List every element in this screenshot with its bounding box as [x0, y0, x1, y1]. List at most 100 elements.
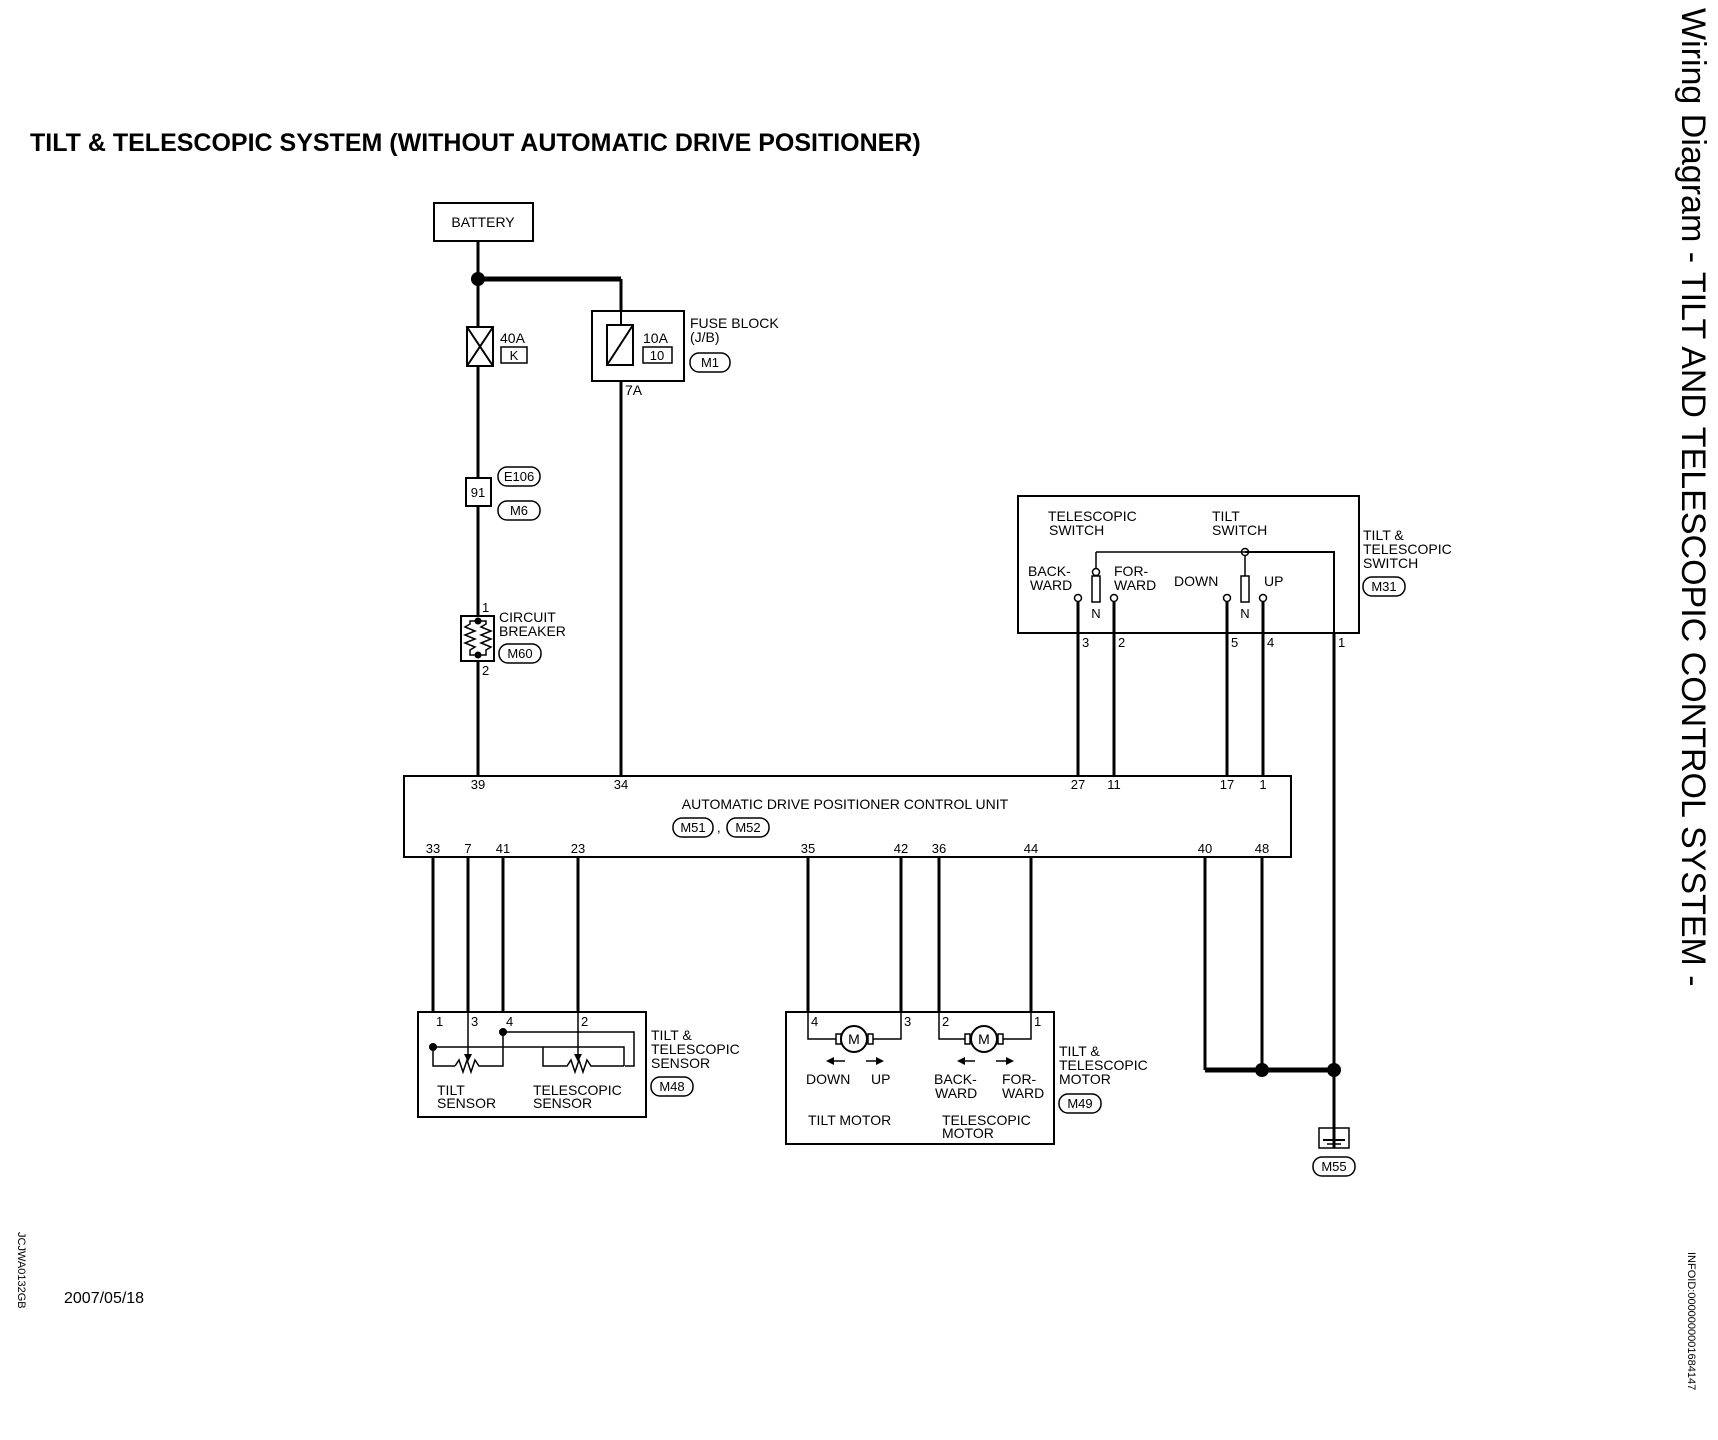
fuse-block: 10A 10 FUSE BLOCK (J/B) M1 7A — [591, 310, 779, 398]
switch-label-3: SWITCH — [1363, 555, 1418, 571]
breaker-pin-bottom: 2 — [482, 663, 489, 678]
tilt-motor-up: UP — [871, 1071, 890, 1087]
tele-motor-forward-1: FOR- — [1002, 1071, 1037, 1087]
ground-symbol: M55 — [1312, 1127, 1356, 1177]
switch-connector: M31 — [1371, 579, 1396, 594]
control-unit-separator: , — [717, 820, 721, 835]
joint-connector-top: E106 — [504, 469, 534, 484]
motor-label-1: TILT & — [1059, 1043, 1100, 1059]
fuse-block-label: FUSE BLOCK — [690, 315, 779, 331]
revision-date: 2007/05/18 — [64, 1290, 144, 1307]
motor-label-3: MOTOR — [1059, 1071, 1111, 1087]
motor-pin-4: 4 — [811, 1014, 818, 1029]
cu-pin-11: 11 — [1107, 777, 1121, 792]
breaker-label-1: CIRCUIT — [499, 609, 556, 625]
switch-forward-2: WARD — [1114, 577, 1156, 593]
switch-label-1: TILT & — [1363, 527, 1404, 543]
cu-pin-41: 41 — [496, 841, 510, 856]
motor-connector: M49 — [1067, 1096, 1092, 1111]
drawing-code: JCJWA0132GB — [15, 1232, 27, 1309]
telescopic-neutral: N — [1091, 606, 1100, 621]
switch-pin-2: 2 — [1118, 635, 1125, 650]
switch-down: DOWN — [1174, 573, 1218, 589]
tilt-neutral: N — [1240, 606, 1249, 621]
switch-pin-5: 5 — [1231, 635, 1238, 650]
tele-motor-forward-2: WARD — [1002, 1085, 1044, 1101]
sensor-pin-3: 3 — [471, 1014, 478, 1029]
fuse-terminal: 7A — [625, 382, 643, 398]
sensor-label-1: TILT & — [651, 1027, 692, 1043]
cu-pin-34: 34 — [614, 777, 628, 792]
switch-pin-3: 3 — [1082, 635, 1089, 650]
switch-label-2: TELESCOPIC — [1363, 541, 1452, 557]
circuit-breaker: 1 2 CIRCUIT BREAKER M60 — [460, 600, 566, 678]
side-title: Wiring Diagram - TILT AND TELESCOPIC CON… — [1674, 8, 1712, 987]
cu-pin-44: 44 — [1024, 841, 1038, 856]
page-title: TILT & TELESCOPIC SYSTEM (WITHOUT AUTOMA… — [30, 129, 921, 157]
breaker-pin-top: 1 — [482, 600, 489, 615]
ground-junction-1 — [1255, 1063, 1269, 1077]
telescopic-switch-label-2: SWITCH — [1049, 522, 1104, 538]
cu-pin-7: 7 — [464, 841, 471, 856]
fusible-link-40a: 40A K — [466, 326, 528, 367]
tilt-telescopic-motor: 4 3 2 1 M DOWN UP M BACK- WARD FOR- WARD… — [785, 1011, 1148, 1145]
joint-connector-bottom: M6 — [510, 503, 528, 518]
cu-pin-1: 1 — [1259, 777, 1266, 792]
battery-label: BATTERY — [451, 214, 515, 230]
fusible-link-rating: 40A — [500, 330, 526, 346]
tele-motor-symbol: M — [978, 1031, 990, 1047]
tilt-sensor-label-2: SENSOR — [437, 1095, 496, 1111]
tilt-motor-symbol: M — [848, 1031, 860, 1047]
switch-pin-1: 1 — [1338, 635, 1345, 650]
control-unit: AUTOMATIC DRIVE POSITIONER CONTROL UNIT … — [403, 775, 1292, 858]
motor-pin-2: 2 — [942, 1014, 949, 1029]
breaker-connector: M60 — [507, 646, 532, 661]
control-unit-connector-b: M52 — [735, 820, 760, 835]
tilt-switch-label-1: TILT — [1212, 508, 1240, 524]
cu-pin-17: 17 — [1220, 777, 1234, 792]
tilt-motor-label: TILT MOTOR — [808, 1112, 891, 1128]
fuse-rating: 10A — [643, 330, 669, 346]
sensor-pin-1: 1 — [436, 1014, 443, 1029]
cu-pin-42: 42 — [894, 841, 908, 856]
switch-forward-1: FOR- — [1114, 563, 1149, 579]
tilt-telescopic-sensor: 1 3 4 2 TILT SENSOR TELESCOPIC SENSOR TI… — [417, 1011, 740, 1118]
motor-pin-1: 1 — [1034, 1014, 1041, 1029]
sensor-label-2: TELESCOPIC — [651, 1041, 740, 1057]
cu-pin-33: 33 — [426, 841, 440, 856]
joint-connector: 91 E106 M6 — [465, 466, 541, 521]
control-unit-label: AUTOMATIC DRIVE POSITIONER CONTROL UNIT — [682, 796, 1009, 812]
sensor-pin-2: 2 — [581, 1014, 588, 1029]
tele-sensor-label-1: TELESCOPIC — [533, 1082, 622, 1098]
tele-motor-backward-2: WARD — [935, 1085, 977, 1101]
sensor-connector: M48 — [659, 1079, 684, 1094]
ground-connector: M55 — [1321, 1159, 1346, 1174]
sensor-pin-4: 4 — [506, 1014, 513, 1029]
switch-backward-2: WARD — [1030, 577, 1072, 593]
fuse-block-connector: M1 — [701, 355, 719, 370]
tilt-switch-label-2: SWITCH — [1212, 522, 1267, 538]
cu-pin-23: 23 — [571, 841, 585, 856]
joint-terminal: 91 — [471, 485, 485, 500]
info-id: INFOID:0000000001684147 — [1685, 1252, 1697, 1390]
battery-block: BATTERY — [433, 202, 534, 242]
tele-sensor-label-2: SENSOR — [533, 1095, 592, 1111]
tilt-motor-down: DOWN — [806, 1071, 850, 1087]
sensor-label-3: SENSOR — [651, 1055, 710, 1071]
tilt-sensor-label-1: TILT — [437, 1082, 465, 1098]
breaker-label-2: BREAKER — [499, 623, 566, 639]
cu-pin-40: 40 — [1198, 841, 1212, 856]
tele-motor-label-2: MOTOR — [942, 1125, 994, 1141]
tilt-telescopic-switch: TELESCOPIC SWITCH TILT SWITCH BACK- WARD… — [1017, 495, 1452, 650]
cu-pin-36: 36 — [932, 841, 946, 856]
telescopic-switch-label-1: TELESCOPIC — [1048, 508, 1137, 524]
cu-pin-35: 35 — [801, 841, 815, 856]
cu-pin-48: 48 — [1255, 841, 1269, 856]
control-unit-connector-a: M51 — [680, 820, 705, 835]
tele-motor-backward-1: BACK- — [934, 1071, 977, 1087]
cu-pin-27: 27 — [1071, 777, 1085, 792]
switch-pin-4: 4 — [1267, 635, 1274, 650]
switch-backward-1: BACK- — [1028, 563, 1071, 579]
cu-pin-39: 39 — [471, 777, 485, 792]
